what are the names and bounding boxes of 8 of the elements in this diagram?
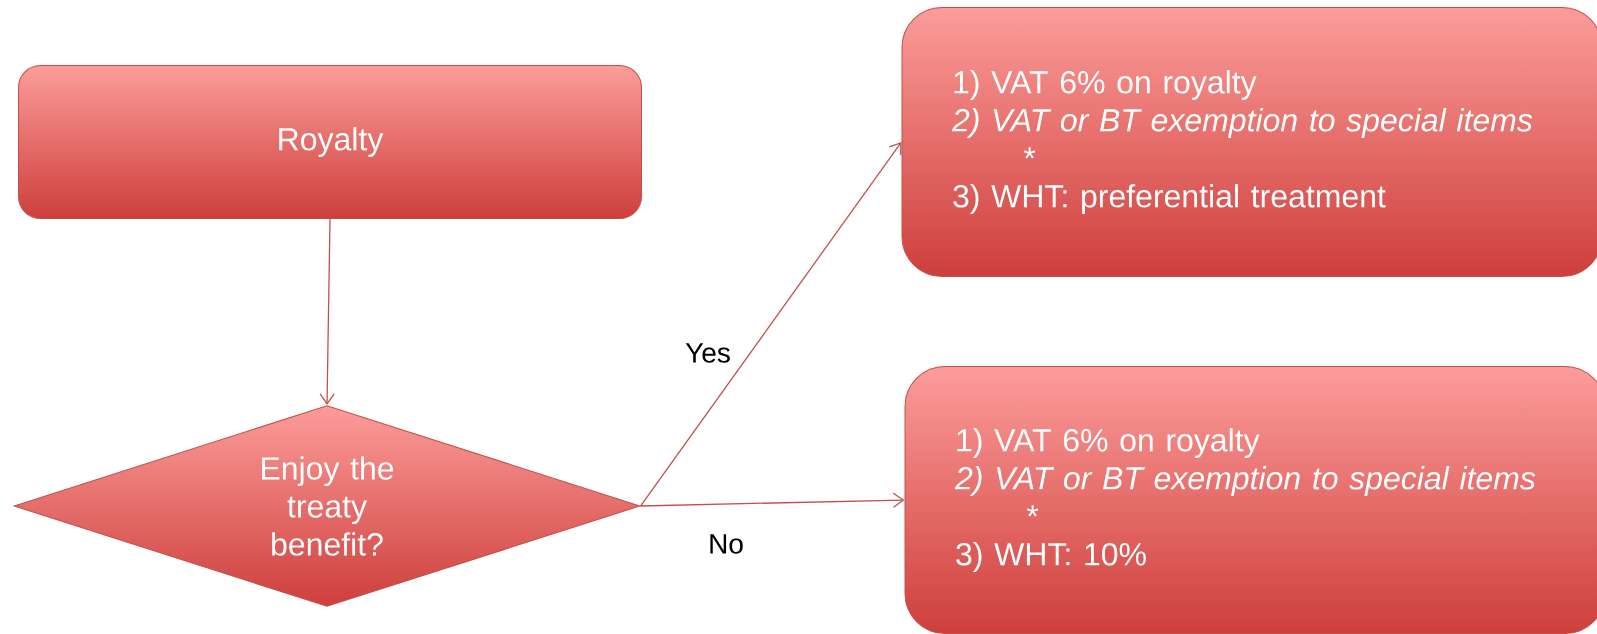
edge-label: Yes — [683, 341, 733, 365]
arrow — [639, 492, 905, 508]
result-box: 1) VAT 6% on royalty 2) VAT or BT exemption to special items * 3) WHT: preferential treatment — [901, 7, 1597, 277]
arrow — [639, 142, 902, 507]
arrow — [319, 218, 335, 405]
edge-label: No — [706, 532, 746, 556]
process-box: Royalty — [18, 65, 642, 219]
result-box: 1) VAT 6% on royalty 2) VAT or BT exemption to special items * 3) WHT: 10% — [904, 366, 1597, 634]
